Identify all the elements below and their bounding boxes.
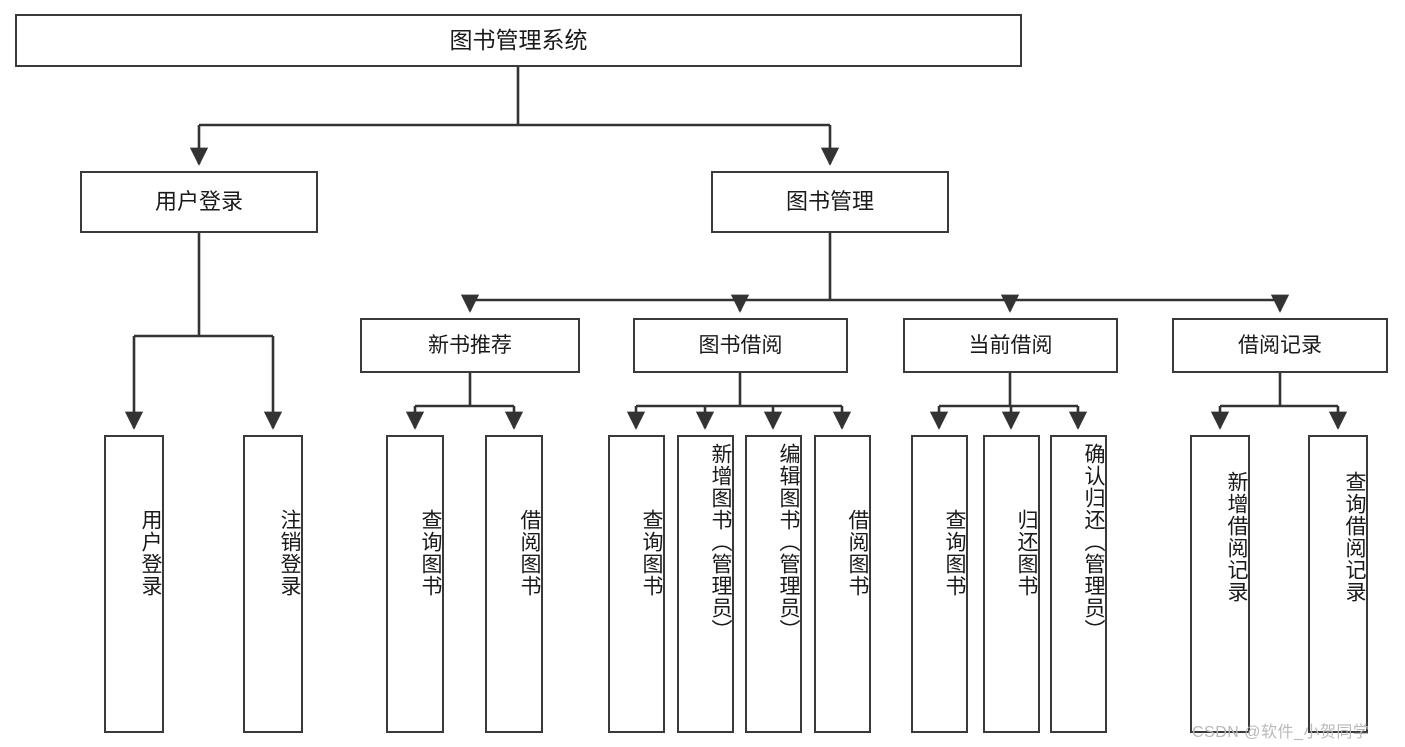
- node-book-manage[interactable]: 图书管理: [711, 171, 949, 233]
- node-leaf-add-record[interactable]: 新增借阅记录: [1190, 435, 1250, 733]
- node-book-borrow[interactable]: 图书借阅: [633, 318, 848, 373]
- node-leaf-confirm-return[interactable]: 确认归还（管理员）: [1050, 435, 1107, 733]
- node-leaf-confirm-return-label: 确认归还（管理员）: [1082, 443, 1105, 641]
- node-leaf-logout[interactable]: 注销登录: [243, 435, 303, 733]
- node-leaf-add-book[interactable]: 新增图书（管理员）: [677, 435, 734, 733]
- node-leaf-query-book-3-label: 查询图书: [943, 509, 966, 597]
- node-leaf-return-book[interactable]: 归还图书: [983, 435, 1040, 733]
- node-leaf-add-book-label: 新增图书（管理员）: [709, 443, 732, 641]
- node-leaf-borrow-book-2[interactable]: 借阅图书: [814, 435, 871, 733]
- node-leaf-borrow-book-1-label: 借阅图书: [518, 509, 541, 597]
- node-book-manage-label: 图书管理: [785, 188, 874, 214]
- node-leaf-logout-label: 注销登录: [278, 509, 301, 597]
- node-leaf-edit-book-label: 编辑图书（管理员）: [777, 443, 800, 641]
- node-leaf-query-book-2[interactable]: 查询图书: [608, 435, 665, 733]
- node-borrow-record[interactable]: 借阅记录: [1172, 318, 1388, 373]
- node-user-login[interactable]: 用户登录: [80, 171, 318, 233]
- node-user-login-label: 用户登录: [154, 188, 243, 214]
- node-leaf-borrow-book-1[interactable]: 借阅图书: [485, 435, 543, 733]
- node-leaf-query-record-label: 查询借阅记录: [1343, 471, 1366, 603]
- node-leaf-return-book-label: 归还图书: [1015, 509, 1038, 597]
- node-leaf-user-login-label: 用户登录: [139, 509, 162, 597]
- node-borrow-record-label: 借阅记录: [1238, 333, 1322, 357]
- node-leaf-query-book-1-label: 查询图书: [419, 509, 442, 597]
- node-root-label: 图书管理系统: [449, 26, 588, 53]
- watermark: CSDN @软件_小贺同学: [1192, 724, 1370, 741]
- node-leaf-query-record[interactable]: 查询借阅记录: [1308, 435, 1368, 733]
- node-root[interactable]: 图书管理系统: [15, 14, 1022, 67]
- node-book-borrow-label: 图书借阅: [698, 333, 783, 357]
- node-leaf-user-login[interactable]: 用户登录: [104, 435, 164, 733]
- node-leaf-query-book-1[interactable]: 查询图书: [386, 435, 444, 733]
- node-current-borrow[interactable]: 当前借阅: [903, 318, 1118, 373]
- node-leaf-query-book-3[interactable]: 查询图书: [911, 435, 968, 733]
- node-new-book-recommend-label: 新书推荐: [428, 333, 512, 357]
- node-current-borrow-label: 当前借阅: [968, 333, 1053, 357]
- node-leaf-borrow-book-2-label: 借阅图书: [846, 509, 869, 597]
- node-new-book-recommend[interactable]: 新书推荐: [360, 318, 580, 373]
- node-leaf-add-record-label: 新增借阅记录: [1225, 471, 1248, 603]
- node-leaf-edit-book[interactable]: 编辑图书（管理员）: [745, 435, 802, 733]
- node-leaf-query-book-2-label: 查询图书: [640, 509, 663, 597]
